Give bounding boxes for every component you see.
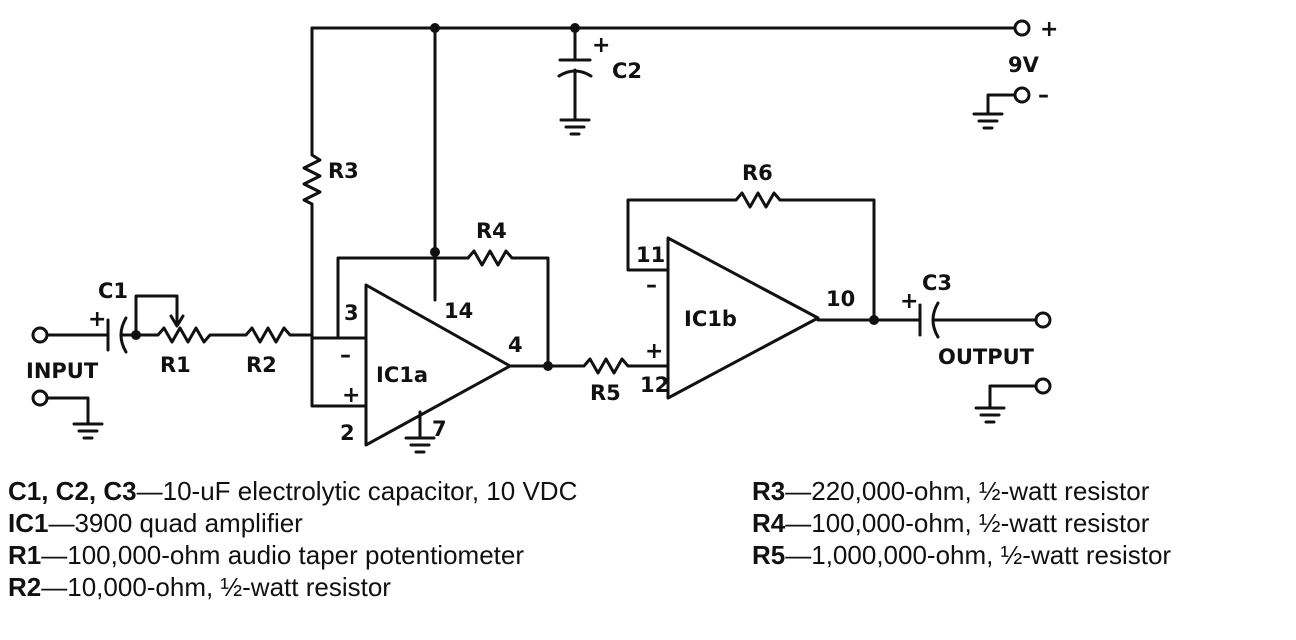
parts-list-item-ic1: IC1—3900 quad amplifier (8, 508, 303, 538)
part-ref: R3 (752, 476, 786, 506)
ic1a-minus-sign: – (340, 343, 351, 368)
input-ground-terminal (31, 389, 49, 407)
c1-label: C1 (98, 279, 128, 303)
output-terminal (1034, 311, 1052, 329)
supply-plus-terminal (1013, 19, 1031, 37)
amplifier-schematic: + 9V – + C2 R3 14 + C1 INPUT (26, 17, 1058, 454)
c2-label: C2 (612, 59, 642, 83)
r1-label: R1 (160, 353, 191, 377)
parts-list-item-r1: R1—100,000-ohm audio taper potentiometer (8, 540, 524, 570)
r2-label: R2 (246, 353, 277, 377)
resistor-r3: R3 (302, 26, 359, 340)
part-desc: —10,000-ohm, ½-watt resistor (41, 572, 391, 602)
part-desc: —1,000,000-ohm, ½-watt resistor (785, 540, 1172, 570)
input-section: + C1 INPUT (26, 279, 128, 440)
output-section: + C3 OUTPUT (900, 271, 1052, 424)
pin-3-label: 3 (344, 301, 359, 325)
parts-list-item-r3: R3—220,000-ohm, ½-watt resistor (752, 476, 1149, 506)
pin-12-label: 12 (640, 373, 669, 397)
ic1a-label: IC1a (376, 363, 428, 387)
parts-list-item-r4: R4—100,000-ohm, ½-watt resistor (752, 508, 1149, 538)
part-desc: —100,000-ohm audio taper potentiometer (41, 540, 525, 570)
input-terminal (31, 326, 49, 344)
supply-voltage-label: 9V (1008, 53, 1040, 77)
supply-plus-sign: + (1040, 17, 1058, 42)
output-ground-terminal (1034, 377, 1052, 395)
part-ref: R4 (752, 508, 786, 538)
pin-11-label: 11 (636, 243, 665, 267)
part-desc: —10-uF electrolytic capacitor, 10 VDC (136, 476, 578, 506)
pin-10-label: 10 (826, 287, 855, 311)
input-label: INPUT (26, 359, 99, 383)
parts-list-item-r5: R5—1,000,000-ohm, ½-watt resistor (752, 540, 1171, 570)
ground-symbol-supply (972, 112, 1004, 130)
op-amp-ic1a: 3 – + 2 IC1a 7 4 (310, 283, 553, 454)
resistor-r5: R5 + 12 (546, 339, 670, 405)
part-desc: —220,000-ohm, ½-watt resistor (785, 476, 1150, 506)
pin-7-label: 7 (432, 417, 447, 441)
supply-rail: + 9V – (310, 17, 1058, 130)
c3-plus-sign: + (900, 289, 918, 314)
r5-label: R5 (590, 381, 621, 405)
parts-list-item-c1-c2-c3: C1, C2, C3—10-uF electrolytic capacitor,… (8, 476, 577, 506)
c2-plus-sign: + (592, 33, 610, 58)
resistor-r2: R2 (234, 326, 314, 377)
op-amp-ic1b: IC1b 11 – R6 10 (626, 161, 920, 400)
supply-minus-sign: – (1038, 83, 1049, 108)
parts-list-item-r2: R2—10,000-ohm, ½-watt resistor (8, 572, 391, 602)
part-ref: C1, C2, C3 (8, 476, 137, 506)
pin-2-label: 2 (340, 421, 355, 445)
part-desc: —3900 quad amplifier (48, 508, 303, 538)
part-ref: R2 (8, 572, 42, 602)
part-ref: IC1 (8, 508, 49, 538)
ic1b-plus-sign: + (645, 339, 663, 364)
part-ref: R1 (8, 540, 42, 570)
resistor-r4: R4 (336, 219, 550, 368)
r3-label: R3 (328, 159, 359, 183)
c1-plus-sign: + (88, 307, 106, 332)
ic1b-label: IC1b (684, 307, 737, 331)
supply-minus-terminal (1013, 86, 1031, 104)
pin-4-label: 4 (508, 333, 523, 357)
ic1a-plus-sign: + (342, 383, 360, 408)
c3-label: C3 (922, 271, 952, 295)
output-label: OUTPUT (938, 345, 1035, 369)
ic1b-minus-sign: – (646, 273, 657, 298)
capacitor-c2: + C2 (557, 26, 642, 136)
part-desc: —100,000-ohm, ½-watt resistor (785, 508, 1150, 538)
r6-label: R6 (742, 161, 773, 185)
pin-14-label: 14 (444, 299, 473, 323)
potentiometer-r1: R1 (120, 294, 238, 377)
parts-list: C1, C2, C3—10-uF electrolytic capacitor,… (0, 462, 1296, 640)
part-ref: R5 (752, 540, 786, 570)
r4-label: R4 (476, 219, 507, 243)
